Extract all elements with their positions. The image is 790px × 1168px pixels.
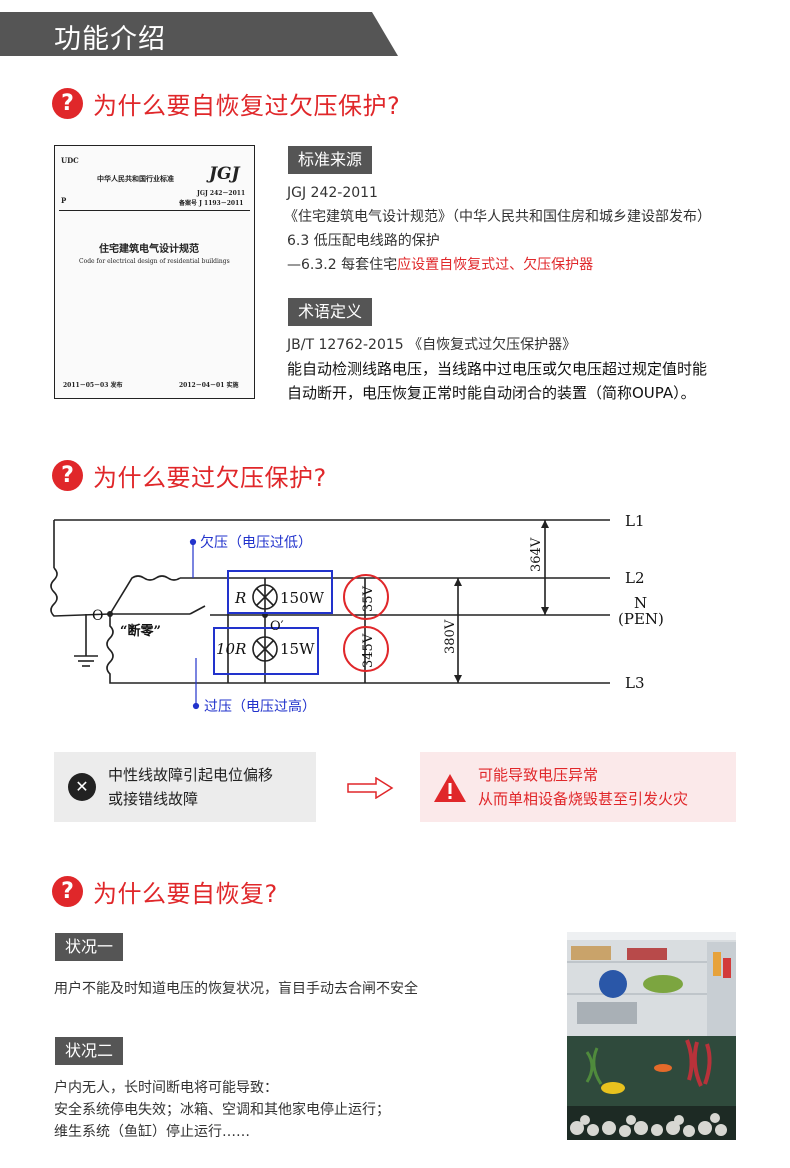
section-title-3: 为什么要自恢复? <box>93 880 278 908</box>
standard-line-4-highlight: 应设置自恢复式过、欠压保护器 <box>397 257 594 273</box>
standard-line-3: 6.3 低压配电线路的保护 <box>287 233 440 249</box>
book-org: 中华人民共和国行业标准 <box>97 174 174 183</box>
book-title-cn: 住宅建筑电气设计规范 <box>99 244 199 255</box>
term-line-1: JB/T 12762-2015 《自恢复式过欠压保护器》 <box>287 337 577 353</box>
section-heading-2: ? 为什么要过欠压保护? <box>52 458 327 493</box>
question-icon: ? <box>52 460 83 491</box>
book-code1: JGJ 242－2011 <box>197 190 246 197</box>
cause-line-1: 中性线故障引起电位偏移 <box>108 766 274 784</box>
label-150w: 150W <box>280 589 325 607</box>
case-1-tag: 状况一 <box>55 933 124 961</box>
standard-book-cover: UDC 中华人民共和国行业标准 JGJ P JGJ 242－2011 备案号 J… <box>54 145 255 399</box>
book-impl-date: 2012－04－01 实施 <box>179 382 239 389</box>
label-345v: 345V <box>361 633 376 668</box>
case-2-line-2: 安全系统停电失效；冰箱、空调和其他家电停止运行； <box>54 1102 390 1118</box>
book-logo: JGJ <box>209 164 240 184</box>
section-heading-1: ? 为什么要自恢复过欠压保护? <box>52 86 400 121</box>
label-364v: 364V <box>529 537 544 572</box>
arrow-right-icon <box>347 777 394 799</box>
label-o: O <box>92 608 103 624</box>
case-2-line-1: 户内无人，长时间断电将可能导致： <box>54 1080 278 1096</box>
standard-line-1: JGJ 242-2011 <box>287 185 378 201</box>
label-o-prime: O′ <box>270 619 284 634</box>
case-1-text: 用户不能及时知道电压的恢复状况，盲目手动去合闸不安全 <box>54 981 418 997</box>
term-definition-tag: 术语定义 <box>288 298 373 326</box>
label-l1: L1 <box>625 512 645 530</box>
section-heading-3: ? 为什么要自恢复? <box>52 874 278 909</box>
header-banner <box>0 12 398 56</box>
book-udc: UDC <box>61 156 79 165</box>
standard-line-4: —6.3.2 每套住宅应设置自恢复式过、欠压保护器 <box>287 253 593 277</box>
label-l3: L3 <box>625 674 645 692</box>
term-line-2: 能自动检测线路电压，当线路中过电压或欠电压超过规定值时能 <box>287 360 708 378</box>
voltage-circuit-diagram: L1 L2 N (PEN) L3 R 150W 10R 15W O O′ “断零… <box>50 512 664 715</box>
section-title-2: 为什么要过欠压保护? <box>93 464 327 492</box>
label-undervoltage: 欠压（电压过低） <box>200 535 312 551</box>
standard-source-tag: 标准来源 <box>288 146 373 174</box>
label-l2: L2 <box>625 569 645 587</box>
warning-icon <box>434 774 466 802</box>
question-icon: ? <box>52 876 83 907</box>
question-icon: ? <box>52 88 83 119</box>
section-title-1: 为什么要自恢复过欠压保护? <box>93 92 401 120</box>
fridge-aquarium-photo <box>567 932 736 1140</box>
book-p: P <box>61 196 67 205</box>
effect-line-2: 从而单相设备烧毁甚至引发火灾 <box>478 790 689 808</box>
page-title: 功能介绍 <box>54 24 166 55</box>
case-2-line-3: 维生系统（鱼缸）停止运行…… <box>54 1124 250 1140</box>
label-35v: 35V <box>361 585 376 612</box>
cause-box: ✕ 中性线故障引起电位偏移 或接错线故障 <box>54 752 316 822</box>
label-n: N <box>634 594 647 612</box>
book-code2: 备案号 J 1193－2011 <box>179 200 244 207</box>
effect-box: 可能导致电压异常 从而单相设备烧毁甚至引发火灾 <box>420 752 736 822</box>
book-issue-date: 2011－05－03 发布 <box>63 382 123 389</box>
label-break: “断零” <box>120 623 161 639</box>
label-10r: 10R <box>216 640 246 658</box>
book-title-en: Code for electrical design of residentia… <box>79 258 230 265</box>
book-divider <box>59 210 250 211</box>
label-pen: (PEN) <box>618 610 664 628</box>
standard-line-2: 《住宅建筑电气设计规范》（中华人民共和国住房和城乡建设部发布） <box>284 209 711 225</box>
standard-line-4-prefix: —6.3.2 每套住宅 <box>287 257 398 273</box>
cause-line-2: 或接错线故障 <box>108 790 199 808</box>
label-380v: 380V <box>443 619 458 654</box>
label-15w: 15W <box>280 640 315 658</box>
effect-line-1: 可能导致电压异常 <box>478 766 599 784</box>
label-r: R <box>234 589 246 607</box>
close-icon: ✕ <box>68 773 96 801</box>
term-line-3: 自动断开，电压恢复正常时能自动闭合的装置（简称OUPA）。 <box>287 384 696 402</box>
label-overvoltage: 过压（电压过高） <box>204 698 316 715</box>
case-2-tag: 状况二 <box>55 1037 124 1065</box>
